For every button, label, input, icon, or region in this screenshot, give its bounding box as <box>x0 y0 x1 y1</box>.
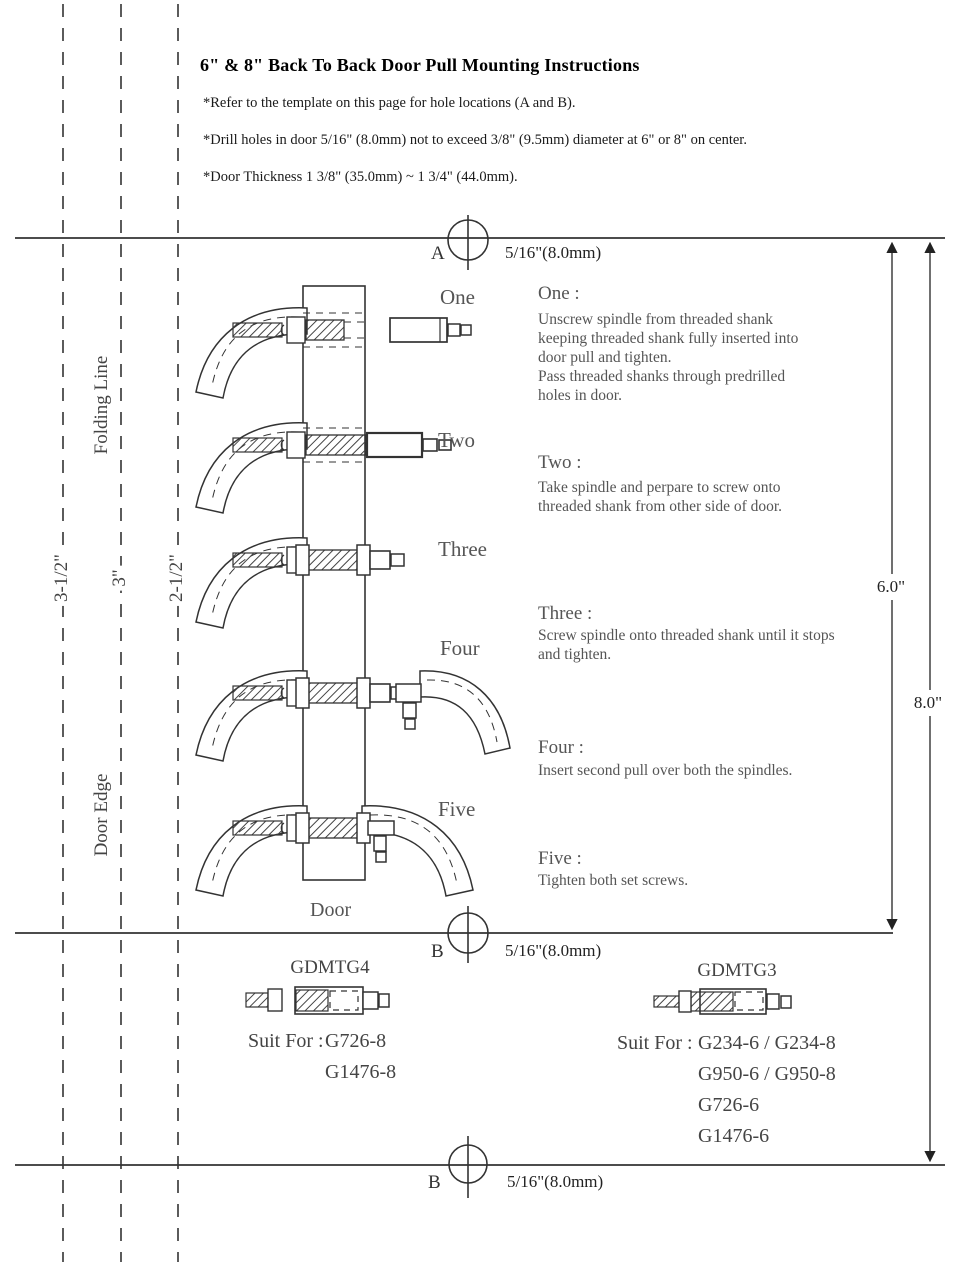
hole-b-top-label: B <box>431 941 444 962</box>
step-four-drawing <box>195 670 511 762</box>
reference-lines <box>15 237 945 1166</box>
step-three-heading: Three : <box>538 603 593 624</box>
page-title: 6" & 8" Back To Back Door Pull Mounting … <box>200 55 640 75</box>
note-drill-holes: *Drill holes in door 5/16" (8.0mm) not t… <box>203 132 747 148</box>
part-gdmtg3-name: GDMTG3 <box>697 960 777 981</box>
offset-2-half-label: 2-1/2" <box>166 550 188 606</box>
note-hole-locations: *Refer to the template on this page for … <box>203 95 576 111</box>
part-gdmtg4-models: G726-8 G1476-8 <box>325 1026 396 1088</box>
part-gdmtg3-model: G1476-6 <box>698 1125 770 1147</box>
hole-b-bottom-label: B <box>428 1172 441 1193</box>
note-door-thickness: *Door Thickness 1 3/8" (35.0mm) ~ 1 3/4"… <box>203 169 518 185</box>
step-four-heading: Four : <box>538 737 584 758</box>
dimension-6-inch-label: 6.0" <box>875 574 907 600</box>
part-gdmtg4-drawing <box>245 986 390 1015</box>
hole-a-label: A <box>431 243 445 264</box>
door-outline <box>302 285 366 881</box>
door-label: Door <box>310 899 352 921</box>
part-gdmtg3-model: G726-6 <box>698 1094 760 1116</box>
part-gdmtg3-models: G234-6 / G234-8 G950-6 / G950-8 G726-6 G… <box>698 1028 836 1152</box>
step-three-label: Three <box>438 537 487 561</box>
hole-marker-b-top-icon <box>447 906 489 963</box>
step-five-drawing <box>195 805 474 897</box>
step-two-label: Two <box>438 428 476 452</box>
step-one-body: Unscrew spindle from threaded shank keep… <box>538 311 799 404</box>
hole-marker-a-icon <box>447 215 489 270</box>
step-five-body: Tighten both set screws. <box>538 872 689 889</box>
step-two-drawing <box>195 422 452 514</box>
folding-line-label: Folding Line <box>91 351 113 459</box>
offset-3-half-label: 3-1/2" <box>51 550 73 606</box>
hole-b-bottom-size: 5/16"(8.0mm) <box>507 1172 604 1191</box>
hole-marker-b-bottom-icon <box>448 1136 488 1198</box>
part-gdmtg3-model: G950-6 / G950-8 <box>698 1063 836 1085</box>
step-five-heading: Five : <box>538 848 582 869</box>
step-three-drawing <box>195 537 405 629</box>
step-one-label: One <box>440 285 475 309</box>
dimension-8-inch-label: 8.0" <box>912 690 944 716</box>
step-four-body: Insert second pull over both the spindle… <box>538 762 793 779</box>
offset-3-label: 3" <box>109 565 131 591</box>
part-gdmtg4-model: G1476-8 <box>325 1061 397 1083</box>
hole-b-top-size: 5/16"(8.0mm) <box>505 941 602 960</box>
part-gdmtg3-model: G234-6 / G234-8 <box>698 1032 836 1054</box>
step-two-heading: Two : <box>538 452 582 473</box>
part-gdmtg4-name: GDMTG4 <box>290 957 370 978</box>
hole-a-size: 5/16"(8.0mm) <box>505 243 602 262</box>
part-gdmtg3-suit-label: Suit For : <box>617 1032 693 1054</box>
part-gdmtg3-drawing <box>653 988 792 1015</box>
step-four-label: Four <box>440 636 480 660</box>
step-five-label: Five <box>438 797 476 821</box>
step-three-body: Screw spindle onto threaded shank until … <box>538 627 835 663</box>
door-edge-label: Door Edge <box>91 769 113 861</box>
guide-lines <box>62 4 179 1262</box>
part-gdmtg4-model: G726-8 <box>325 1030 387 1052</box>
part-gdmtg4-suit-label: Suit For : <box>248 1030 324 1052</box>
step-two-body: Take spindle and perpare to screw onto t… <box>538 479 783 515</box>
step-one-heading: One : <box>538 283 580 304</box>
step-one-drawing <box>195 307 472 399</box>
